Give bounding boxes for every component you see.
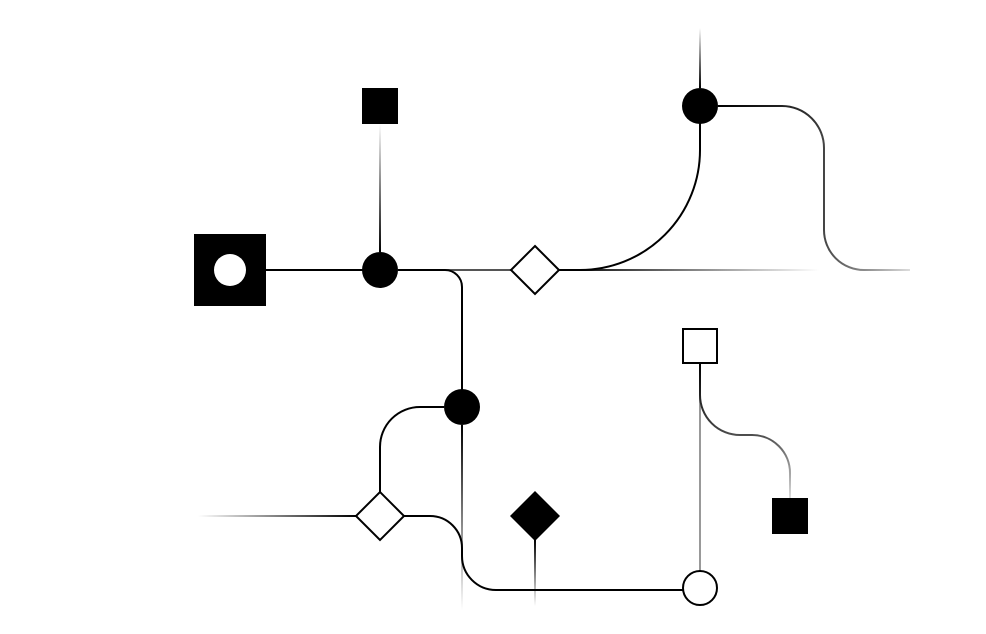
filled-circle-node[interactable] (362, 252, 398, 288)
edge-fade (699, 395, 701, 571)
edge (398, 269, 463, 407)
edge-fade (534, 540, 536, 606)
open-circle-node[interactable] (682, 570, 718, 606)
filled-diamond-node[interactable] (510, 491, 560, 541)
filled-circle-node[interactable] (682, 88, 718, 124)
edge-fade (559, 269, 819, 271)
edge-fade (400, 269, 512, 271)
filled-circle-node[interactable] (444, 389, 480, 425)
edge-fade (198, 515, 356, 517)
edge (559, 106, 701, 271)
open-square-node[interactable] (682, 328, 718, 364)
filled-square-node[interactable] (772, 498, 808, 534)
edge (379, 406, 444, 492)
edge-fade (379, 124, 381, 252)
open-diamond-node[interactable] (509, 244, 561, 296)
edge (699, 363, 791, 498)
edge-fade (461, 425, 463, 610)
edge (718, 105, 910, 271)
filled-square-node[interactable] (362, 88, 398, 124)
open-diamond-node[interactable] (354, 490, 406, 542)
source-node-hole (214, 254, 246, 286)
edge (404, 515, 683, 591)
edge-fade (699, 28, 701, 88)
